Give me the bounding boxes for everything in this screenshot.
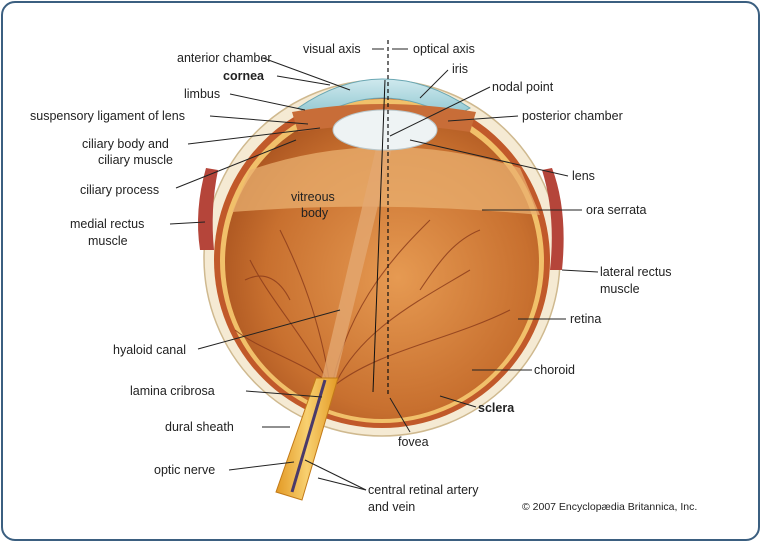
label-vitreous-1: vitreous [291,190,335,204]
label-ciliary-body-1: ciliary body and [82,137,169,151]
label-lateral-rectus-1: lateral rectus [600,265,672,279]
label-medial-rectus-1: medial rectus [70,217,144,231]
label-iris: iris [452,62,468,76]
label-retina: retina [570,312,601,326]
label-posterior-chamber: posterior chamber [522,109,623,123]
label-lens: lens [572,169,595,183]
label-lamina-cribrosa: lamina cribrosa [130,384,215,398]
label-suspensory-ligament: suspensory ligament of lens [30,109,185,123]
copyright-notice: © 2007 Encyclopædia Britannica, Inc. [522,501,697,513]
visual-axis-line [372,79,386,393]
lens-shape [332,109,438,151]
label-limbus: limbus [184,87,220,101]
label-hyaloid-canal: hyaloid canal [113,343,186,357]
anterior-vitreous-band [232,146,540,215]
label-medial-rectus-2: muscle [88,234,128,248]
lateral-rectus-muscle-shape [542,168,564,270]
label-central-retinal-1: central retinal artery [368,483,479,497]
label-vitreous-2: body [301,206,329,220]
label-choroid: choroid [534,363,575,377]
medial-rectus-muscle-shape [198,168,218,250]
label-sclera: sclera [478,401,515,415]
label-optical-axis: optical axis [413,42,475,56]
label-visual-axis: visual axis [303,42,361,56]
label-optic-nerve: optic nerve [154,463,215,477]
label-ora-serrata: ora serrata [586,203,646,217]
eyeball [203,79,561,437]
leader-lines [169,48,599,491]
labels: anterior chamber visual axis optical axi… [30,42,672,514]
label-dural-sheath: dural sheath [165,420,234,434]
central-vessels-shape [290,379,327,493]
label-ciliary-body-2: ciliary muscle [98,153,173,167]
label-fovea: fovea [398,435,429,449]
label-central-retinal-2: and vein [368,500,415,514]
label-anterior-chamber: anterior chamber [177,51,272,65]
hyaloid-canal-shape [322,148,392,378]
label-ciliary-process: ciliary process [80,183,159,197]
label-cornea: cornea [223,69,265,83]
eye-anatomy-diagram: anterior chamber visual axis optical axi… [30,40,697,514]
label-nodal-point: nodal point [492,80,554,94]
label-lateral-rectus-2: muscle [600,282,640,296]
